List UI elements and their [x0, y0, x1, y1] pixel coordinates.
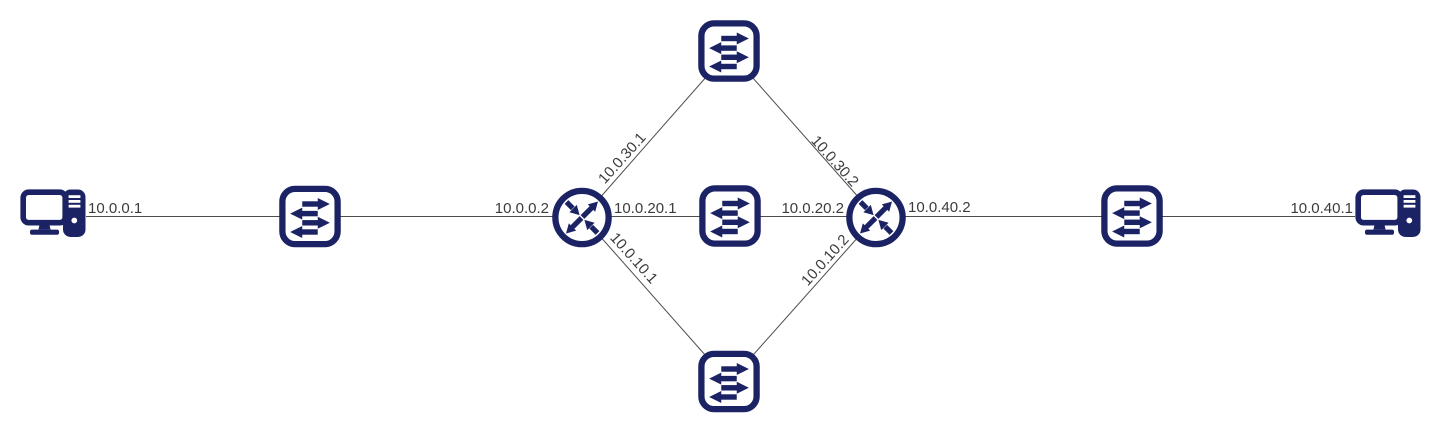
- router-icon-right: [849, 191, 902, 244]
- ip-label-router-left-top: 10.0.30.1: [595, 129, 649, 187]
- link-switch-top-to-router-right: [728, 50, 877, 218]
- switch-icon-left: [282, 189, 337, 244]
- switch-icon-top: [701, 23, 756, 78]
- router-icon-left: [555, 191, 608, 244]
- ip-label-router-right-top: 10.0.30.2: [807, 132, 861, 190]
- ip-label-router-right-bottom: 10.0.10.2: [798, 231, 852, 289]
- switch-icon-right: [1104, 188, 1159, 243]
- links-layer: [52, 50, 1389, 383]
- switch-icon-middle: [702, 188, 757, 243]
- switch-icon-bottom: [701, 354, 756, 409]
- ip-label-router-right-middle: 10.0.20.2: [781, 200, 844, 217]
- ip-label-router-left-bottom: 10.0.10.1: [606, 229, 660, 287]
- ip-label-router-left-wan: 10.0.0.2: [495, 200, 549, 217]
- ip-label-router-right-wan: 10.0.40.2: [908, 199, 971, 216]
- desktop-computer-icon-right: [1355, 189, 1421, 241]
- desktop-computer-icon-left: [20, 189, 86, 241]
- ip-label-pc-right: 10.0.40.1: [1290, 200, 1353, 217]
- ip-label-router-left-middle: 10.0.20.1: [614, 200, 677, 217]
- ip-label-pc-left: 10.0.0.1: [88, 200, 142, 217]
